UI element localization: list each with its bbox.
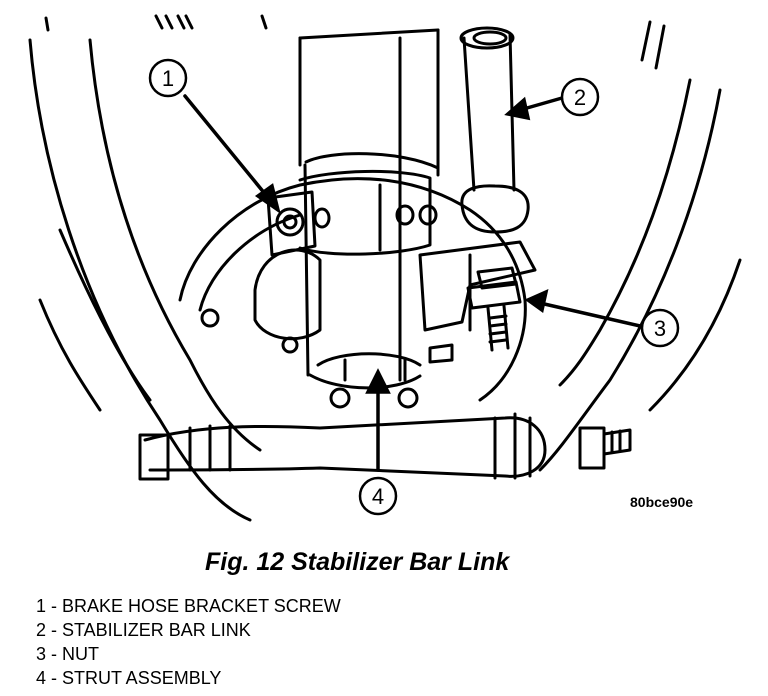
link-nut bbox=[466, 280, 522, 310]
leader-1 bbox=[183, 94, 272, 202]
callout-circle-2 bbox=[560, 77, 600, 117]
stabilizer-bar-link-illustration: 1 2 3 4 bbox=[28, 14, 742, 522]
figure-caption: Fig. 12 Stabilizer Bar Link bbox=[205, 548, 510, 576]
legend-item: 3 - NUT bbox=[36, 644, 99, 664]
legend-item: 1 - BRAKE HOSE BRACKET SCREW bbox=[36, 596, 341, 616]
legend-item: 4 - STRUT ASSEMBLY bbox=[36, 668, 222, 688]
strut-clamp bbox=[298, 169, 432, 256]
callout-circle-3 bbox=[640, 308, 680, 348]
left-arm-nut bbox=[138, 433, 170, 481]
strut-body bbox=[298, 28, 440, 382]
callout-circle-1 bbox=[148, 58, 188, 98]
link-stud bbox=[486, 304, 510, 352]
stabilizer-link-rod bbox=[462, 32, 516, 192]
right-arm-nut bbox=[578, 426, 606, 470]
legend-item: 2 - STABILIZER BAR LINK bbox=[36, 620, 251, 640]
right-arm-outline bbox=[538, 88, 722, 472]
right-arm-stud bbox=[602, 428, 632, 456]
callout-circle-4 bbox=[358, 476, 398, 516]
callout-label-4: 4 bbox=[372, 484, 384, 509]
callout-label-2: 2 bbox=[574, 85, 586, 110]
lower-control-arm bbox=[143, 416, 547, 478]
callout-label-3: 3 bbox=[654, 316, 666, 341]
bracket-screw bbox=[275, 207, 305, 237]
legend: 1 - BRAKE HOSE BRACKET SCREW 2 - STABILI… bbox=[36, 594, 341, 690]
callout-label-1: 1 bbox=[162, 66, 174, 91]
leader-3 bbox=[538, 301, 642, 328]
brake-hose-bracket bbox=[266, 190, 317, 257]
hub-disc bbox=[178, 177, 527, 402]
figure-code: 80bce90e bbox=[630, 494, 694, 510]
